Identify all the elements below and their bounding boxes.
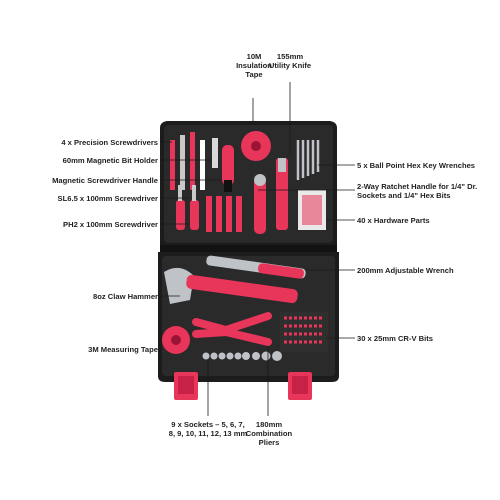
label-insulation-tape: 10M Insulation Tape [236, 52, 272, 79]
crv-bits [280, 312, 328, 352]
sockets [202, 351, 282, 361]
combination-pliers [192, 312, 272, 346]
label-screwdriver-handle: Magnetic Screwdriver Handle [52, 176, 158, 185]
label-precision-screwdrivers: 4 x Precision Screwdrivers [61, 138, 158, 147]
leader-lines [160, 82, 355, 416]
sl-screwdriver [176, 185, 185, 230]
label-pliers: 180mm Combination Pliers [245, 420, 293, 447]
label-hardware-parts: 40 x Hardware Parts [357, 216, 430, 225]
case-latch-right [288, 372, 312, 400]
hex-key-wrenches [296, 140, 320, 180]
magnetic-bit-holder [212, 138, 218, 168]
label-ratchet-handle: 2-Way Ratchet Handle for 1/4" Dr. Socket… [357, 182, 478, 200]
label-hex-key: 5 x Ball Point Hex Key Wrenches [357, 161, 476, 170]
hardware-parts-box [298, 190, 326, 230]
screwdriver-handle [222, 145, 234, 192]
adjustable-wrench [206, 255, 306, 279]
label-adjustable-wrench: 200mm Adjustable Wrench [357, 266, 454, 275]
case-latch-left [174, 372, 198, 400]
lid-small-drivers [206, 196, 242, 232]
case-hinge [160, 245, 337, 252]
precision-screwdrivers [170, 132, 205, 190]
label-crv-bits: 30 x 25mm CR-V Bits [357, 334, 433, 343]
label-claw-hammer: 8oz Claw Hammer [93, 292, 158, 301]
claw-hammer [164, 267, 298, 304]
label-ph-screwdriver: PH2 x 100mm Screwdriver [63, 220, 158, 229]
measuring-tape [162, 326, 190, 354]
label-utility-knife: 155mm Utility Knife [268, 52, 312, 70]
ph-screwdriver [190, 185, 199, 230]
label-measuring-tape: 3M Measuring Tape [88, 345, 158, 354]
insulation-tape [241, 131, 271, 161]
ratchet-handle [254, 174, 266, 234]
label-bit-holder: 60mm Magnetic Bit Holder [62, 156, 158, 165]
utility-knife [276, 158, 288, 230]
label-sl-screwdriver: SL6.5 x 100mm Screwdriver [57, 194, 158, 203]
label-sockets: 9 x Sockets – 5, 6, 7, 8, 9, 10, 11, 12,… [168, 420, 248, 438]
